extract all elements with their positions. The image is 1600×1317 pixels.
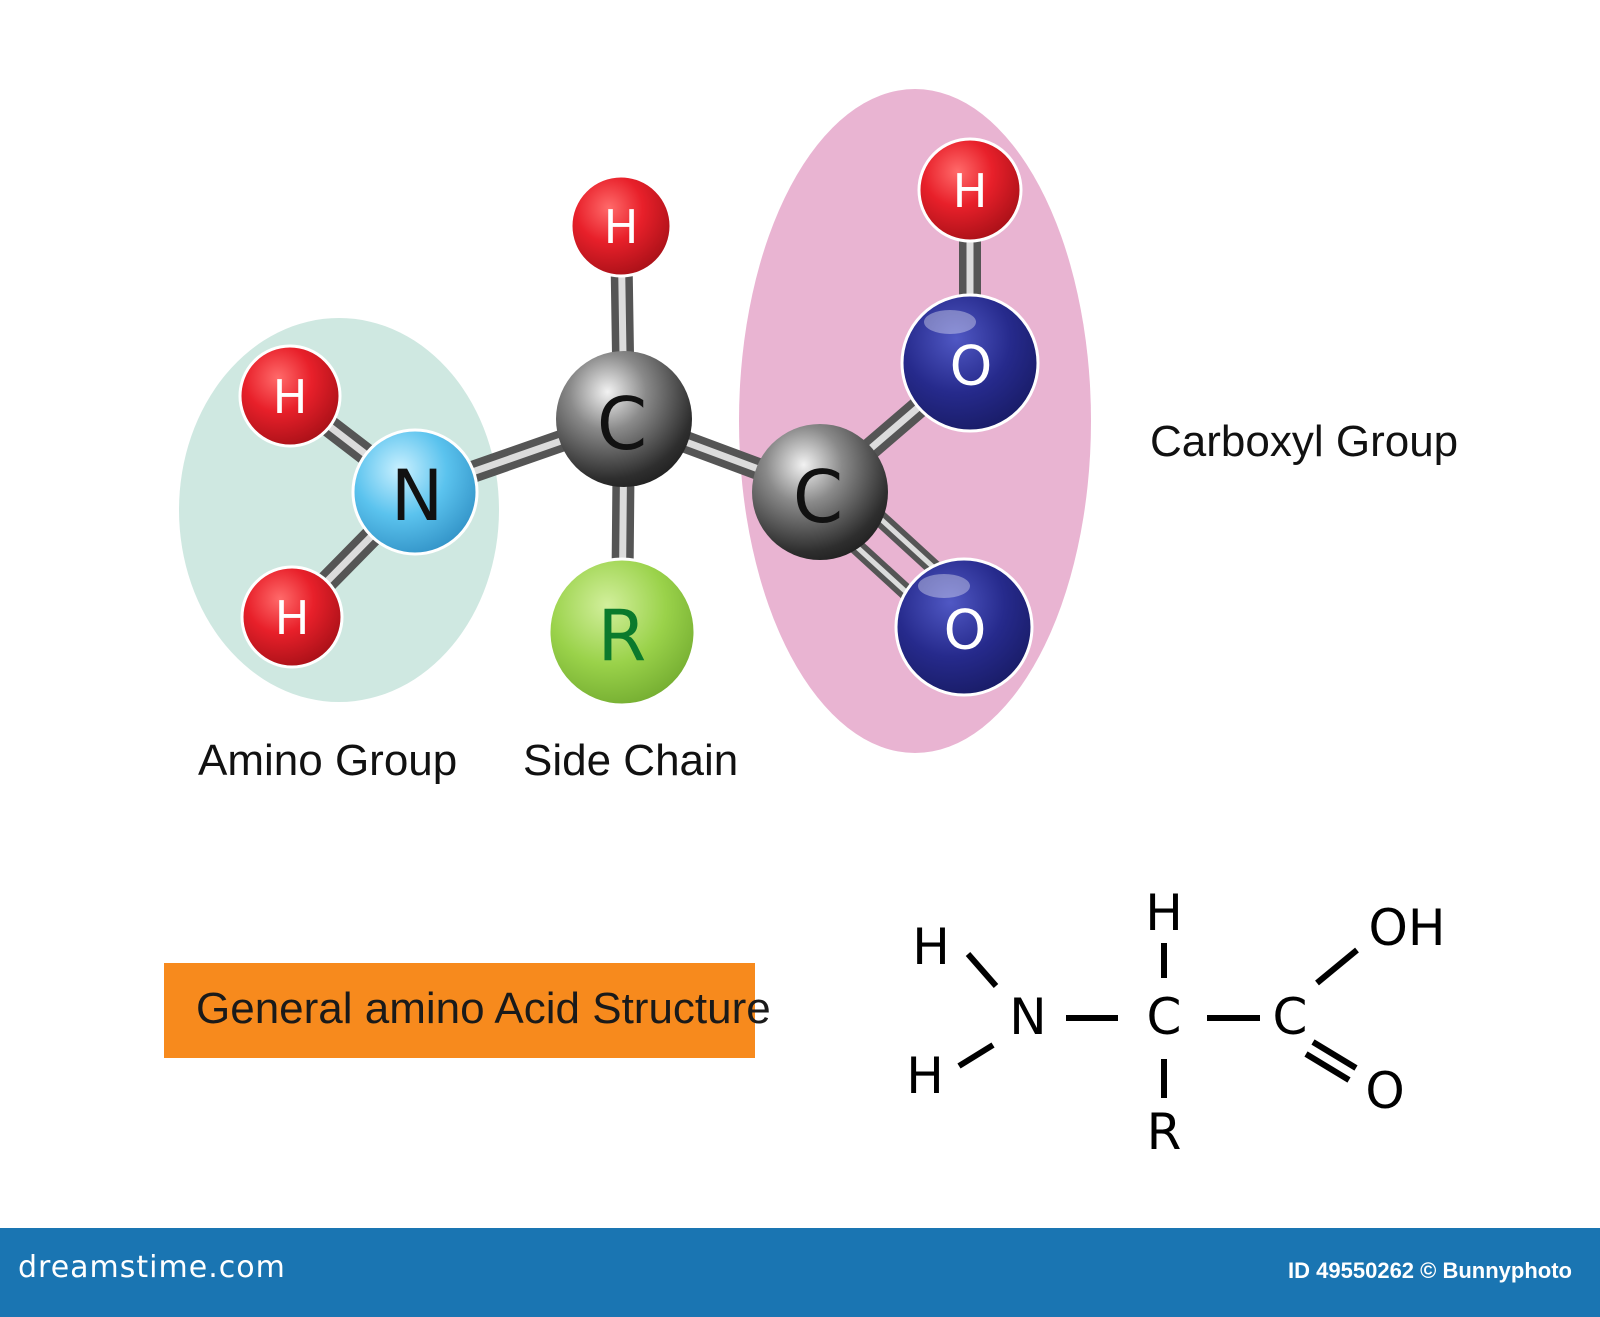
footer-bar: dreamstime.com ID 49550262 © Bunnyphoto [0, 1228, 1600, 1317]
atom-label: H [273, 370, 308, 424]
atom-label: H [604, 200, 639, 254]
atom-c-carboxyl: C [752, 424, 888, 560]
atom-label: O [944, 599, 987, 662]
atom-c-alpha: C [556, 351, 692, 487]
atom-h-left-bottom: H [240, 565, 344, 669]
title-banner [164, 963, 755, 1058]
atom-label: H [275, 591, 310, 645]
atom-h-left-top: H [238, 344, 342, 448]
carboxyl-group-label: Carboxyl Group [1150, 417, 1458, 466]
sf-bond-h-n-lower [957, 1042, 995, 1069]
atom-label: C [597, 382, 647, 466]
sf-r: R [1147, 1103, 1182, 1161]
side-chain-label: Side Chain [523, 736, 738, 785]
sf-c-alpha: C [1147, 988, 1182, 1046]
structural-formula [957, 943, 1359, 1098]
sf-h-lower-left: H [906, 1047, 944, 1105]
atom-n: N [351, 428, 479, 556]
amino-group-label: Amino Group [198, 736, 457, 785]
sf-bond-c-o-b [1304, 1051, 1351, 1083]
sf-h-top: H [1145, 884, 1183, 942]
atom-label: O [950, 335, 993, 398]
atom-h-top: H [569, 174, 673, 278]
footer-site-name[interactable]: dreamstime.com [18, 1250, 286, 1285]
atom-label: H [953, 164, 988, 218]
title-banner-text: General amino Acid Structure [196, 984, 771, 1033]
atom-label: C [793, 455, 843, 539]
footer-image-credit: ID 49550262 © Bunnyphoto [1288, 1258, 1572, 1283]
atom-h-hydroxyl: H [917, 137, 1023, 243]
sf-n: N [1009, 988, 1046, 1046]
sf-c-carboxyl: C [1273, 988, 1308, 1046]
sf-h-upper-left: H [912, 918, 950, 976]
sf-bond-c-o-a [1311, 1039, 1358, 1071]
atom-o-hydroxyl: O [900, 293, 1040, 433]
sf-o: O [1365, 1062, 1404, 1120]
sf-bond-h-n-upper [965, 952, 999, 988]
atom-label: R [598, 595, 647, 677]
atom-label: N [391, 455, 443, 537]
sf-bond-c-oh [1315, 947, 1359, 986]
atom-r: R [547, 557, 697, 707]
sf-oh: OH [1369, 899, 1446, 957]
atom-o-carbonyl: O [894, 557, 1034, 697]
